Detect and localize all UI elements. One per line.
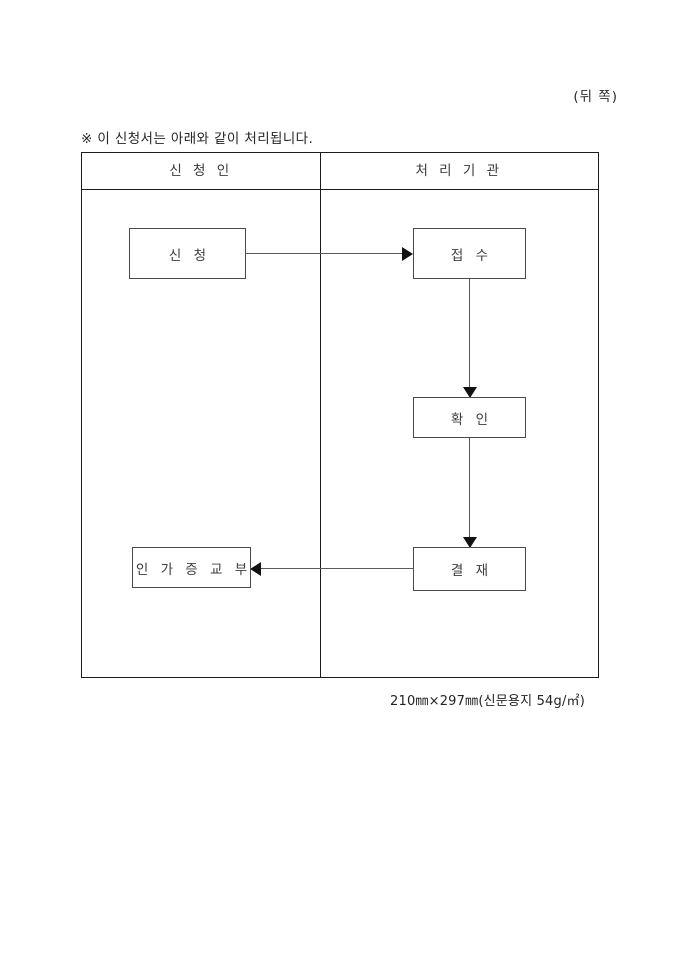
connector-receive-to-confirm xyxy=(469,279,471,389)
process-flow-table: 신 청 인 처 리 기 관 신 청 접 수 확 인 결 재 인 가 증 교 부 xyxy=(81,152,599,678)
paper-specification: 210㎜×297㎜(신문용지 54g/㎡) xyxy=(390,694,586,709)
column-header-agency: 처 리 기 관 xyxy=(415,163,503,179)
flow-box-label: 접 수 xyxy=(450,247,493,264)
table-header-row: 신 청 인 처 리 기 관 xyxy=(82,153,598,190)
connector-approve-to-issue xyxy=(260,568,413,570)
flow-box-approve: 결 재 xyxy=(413,547,526,591)
connector-confirm-to-approve xyxy=(469,438,471,539)
arrowhead-down-icon xyxy=(463,387,477,398)
flow-box-apply: 신 청 xyxy=(129,228,246,279)
connector-apply-to-receive xyxy=(246,253,404,255)
arrowhead-down-icon xyxy=(463,537,477,548)
processing-note: ※ 이 신청서는 아래와 같이 처리됩니다. xyxy=(81,131,314,147)
arrowhead-left-icon xyxy=(250,562,261,576)
flow-box-receive: 접 수 xyxy=(413,228,526,279)
flow-box-label: 인 가 증 교 부 xyxy=(135,561,252,578)
flow-box-confirm: 확 인 xyxy=(413,397,526,438)
page-side-marker: (뒤 쪽) xyxy=(573,89,618,105)
flow-box-label: 확 인 xyxy=(450,411,493,428)
column-divider xyxy=(320,153,322,677)
column-header-applicant: 신 청 인 xyxy=(169,163,233,179)
flow-box-label: 신 청 xyxy=(168,247,211,264)
flow-box-label: 결 재 xyxy=(450,563,493,579)
flow-box-issue-license: 인 가 증 교 부 xyxy=(132,547,251,588)
arrowhead-right-icon xyxy=(402,247,413,261)
